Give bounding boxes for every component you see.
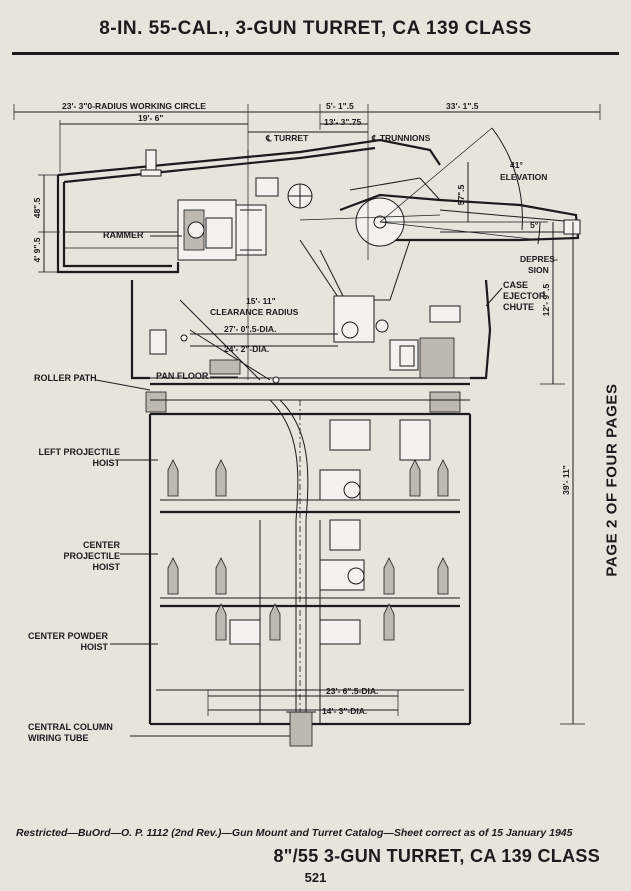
- elevation-label: ELEVATION: [500, 172, 547, 182]
- dim-33-1: 33'- 1".5: [446, 101, 479, 111]
- title-underline: [12, 52, 619, 55]
- elevation-arc: 41° ELEVATION 5° DEPRES- SION: [379, 127, 558, 275]
- page-number: 521: [304, 870, 327, 885]
- label-center-powder-hoist: CENTER POWDER HOIST: [22, 631, 108, 653]
- central-column: [286, 711, 316, 747]
- case-label-line-2: EJECTOR: [503, 291, 546, 301]
- central-hoist-trunks: [229, 399, 431, 740]
- restricted-footer: Restricted—BuOrd—O. P. 1112 (2nd Rev.)—G…: [16, 827, 573, 839]
- bottom-title: 8"/55 3-GUN TURRET, CA 139 CLASS: [273, 846, 600, 866]
- label-pan-floor: PAN FLOOR: [156, 371, 209, 381]
- dim-57: 57".5: [456, 184, 466, 205]
- upper-machinery: [149, 295, 461, 384]
- powder-hoist-line-2: HOIST: [80, 642, 108, 652]
- projectile-shells: [167, 459, 449, 641]
- dim-39-11: 39'- 11": [561, 465, 571, 495]
- right-vertical-dims: 57".5 12'- 9".5 39'- 11": [456, 162, 585, 725]
- label-case-ejector-chute: CASE EJECTOR CHUTE: [503, 280, 545, 313]
- page-title: 8-IN. 55-CAL., 3-GUN TURRET, CA 139 CLAS…: [99, 18, 532, 39]
- dim-14-3: 14'- 3"-DIA.: [322, 706, 367, 716]
- page-count-label: PAGE 2 OF FOUR PAGES: [603, 383, 621, 577]
- elevation-value: 41°: [510, 160, 523, 170]
- dim-19-6: 19'- 6": [138, 113, 163, 123]
- left-vertical-dims: 48".5 4' 9".5: [32, 174, 60, 273]
- dim-5-1: 5'- 1".5: [326, 101, 354, 111]
- dim-turret-cl: ℄ TURRET: [265, 133, 309, 143]
- clearance-label: CLEARANCE RADIUS: [210, 307, 299, 317]
- dim-trunnions-cl: ℄ TRUNNIONS: [371, 133, 431, 143]
- lower-diameter-dims: 23'- 6".5-DIA. 14'- 3"-DIA.: [207, 686, 399, 716]
- dim-48: 48".5: [32, 197, 42, 218]
- rammer-machinery: [156, 199, 267, 261]
- dim-24-2: 24'- 2"-DIA.: [224, 344, 269, 354]
- depression-label-2: SION: [528, 265, 549, 275]
- case-label-line-1: CASE: [503, 280, 529, 290]
- label-leaders: [95, 235, 503, 737]
- dim-13-3: 13'- 3".75: [324, 117, 362, 127]
- label-center-projectile-hoist: CENTER PROJECTILE HOIST: [26, 540, 120, 573]
- left-hoist-line-2: HOIST: [92, 458, 120, 468]
- left-hoist-line-1: LEFT PROJECTILE: [38, 447, 120, 457]
- dim-working-circle: 23'- 3"0-RADIUS WORKING CIRCLE: [62, 101, 206, 111]
- label-rammer: RAMMER: [103, 230, 144, 240]
- dim-27-0: 27'- 0".5-DIA.: [224, 324, 276, 334]
- label-left-projectile-hoist: LEFT PROJECTILE HOIST: [34, 447, 120, 469]
- label-central-column-wiring-tube: CENTRAL COLUMN WIRING TUBE: [28, 722, 113, 744]
- dim-23-6: 23'- 6".5-DIA.: [326, 686, 378, 696]
- upper-diameter-dims: 27'- 0".5-DIA. 24'- 2"-DIA. 15'- 11" CLE…: [190, 296, 338, 354]
- dim-12-9: 12'- 9".5: [541, 283, 551, 316]
- roller-path: [145, 391, 470, 416]
- top-dimensions: [13, 104, 601, 172]
- depression-value: 5°: [530, 220, 539, 230]
- clearance-value: 15'- 11": [246, 296, 276, 306]
- center-hoist-line-1: CENTER PROJECTILE: [63, 540, 120, 561]
- gun-house: [56, 138, 492, 386]
- powder-hoist-line-1: CENTER POWDER: [27, 631, 108, 641]
- center-hoist-line-2: HOIST: [92, 562, 120, 572]
- case-label-line-3: CHUTE: [503, 302, 534, 312]
- dim-4-9: 4' 9".5: [32, 237, 42, 262]
- label-roller-path: ROLLER PATH: [34, 373, 97, 383]
- column-line-1: CENTRAL COLUMN: [28, 722, 113, 732]
- depression-label-1: DEPRES-: [520, 254, 558, 264]
- column-line-2: WIRING TUBE: [28, 733, 89, 743]
